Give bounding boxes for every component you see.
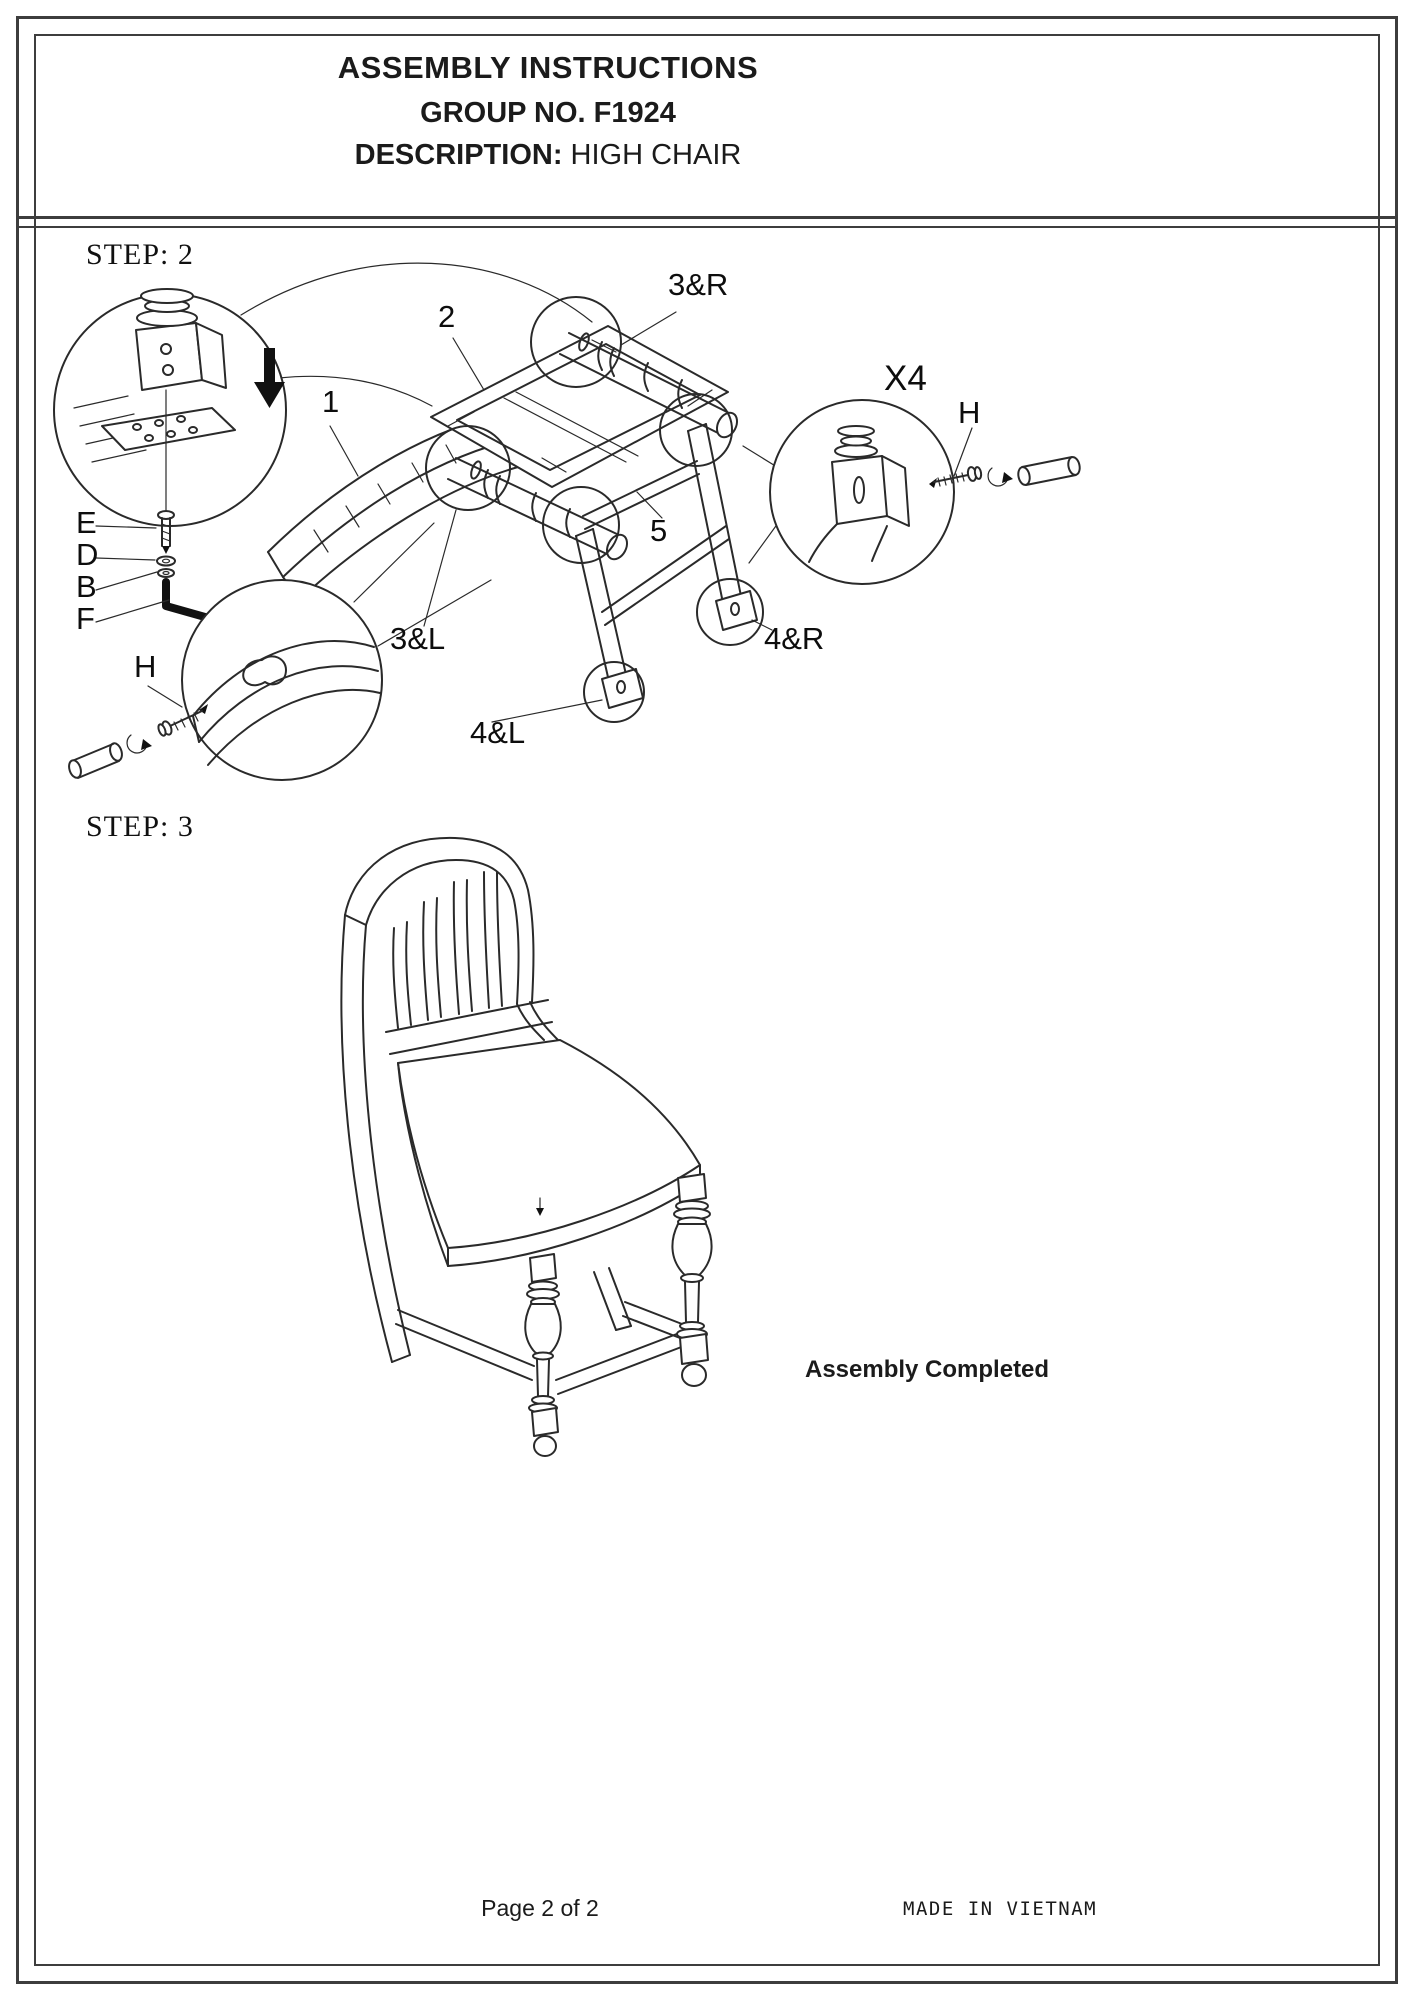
document-title: ASSEMBLY INSTRUCTIONS [337, 50, 759, 85]
document-header: ASSEMBLY INSTRUCTIONS GROUP NO. F1924 DE… [36, 50, 1060, 172]
callout-hardware-e: E [76, 505, 97, 540]
callout-part-1: 1 [322, 384, 340, 419]
part-3r-leg [559, 332, 739, 439]
part-5-stretchers [582, 460, 730, 626]
callout-part-2: 2 [438, 299, 456, 334]
joint-detail-circles [425, 296, 764, 723]
detail-circle-bottom-left [181, 579, 383, 781]
header-separator-line-1 [16, 216, 1398, 219]
made-in-label: MADE IN VIETNAM [903, 1898, 1098, 1920]
hardware-e-screw-icon [157, 510, 175, 554]
header-separator-line-2 [16, 226, 1398, 228]
hardware-b-washer-icon [157, 568, 175, 578]
turn-arrow-icon-left [126, 734, 152, 754]
callout-hardware-f: F [76, 601, 95, 636]
leader-lines [95, 311, 973, 723]
arrow-down-icon [254, 348, 285, 408]
outer-border [16, 16, 1398, 1984]
group-number: GROUP NO. F1924 [420, 97, 676, 129]
description-value: HIGH CHAIR [570, 139, 742, 171]
mounting-plate [101, 407, 236, 451]
step-2-diagram [53, 262, 1081, 781]
description-line: DESCRIPTION: HIGH CHAIR [36, 139, 1060, 172]
step-3-diagram [340, 836, 713, 1457]
chair-crest-rail [344, 836, 535, 1005]
callout-hardware-b: B [76, 569, 97, 604]
callout-tangent-lines [240, 262, 782, 647]
step-3-label: STEP: 3 [86, 810, 194, 843]
part-3l-leg [447, 457, 629, 561]
callout-quantity-x4: X4 [884, 359, 927, 398]
hardware-h-screw-icon-right [929, 466, 983, 488]
callout-part-5: 5 [650, 513, 668, 548]
step-2-label: STEP: 2 [86, 238, 194, 271]
keyhole-slot [242, 655, 287, 687]
hardware-d-washer-icon [156, 555, 176, 567]
hardware-h-screw-icon-left [157, 704, 208, 737]
callout-hardware-h-right: H [958, 395, 981, 430]
chair-front-left-leg [524, 1253, 562, 1457]
hardware-dowel-icon-left [68, 742, 123, 779]
page-number: Page 2 of 2 [481, 1895, 599, 1921]
description-label: DESCRIPTION: [354, 139, 563, 171]
callout-part-4l: 4&L [470, 715, 526, 750]
chair-lower-back-rail [385, 999, 553, 1055]
callout-part-3l: 3&L [390, 621, 446, 656]
assembly-completed-caption: Assembly Completed [805, 1356, 1050, 1383]
chair-rear-right-leg [593, 1267, 632, 1331]
leg-block [135, 322, 203, 391]
callout-part-4r: 4&R [764, 621, 825, 656]
seat-arrow-mark [536, 1197, 544, 1216]
detail-circle-top-left [53, 288, 287, 527]
callout-hardware-d: D [76, 537, 99, 572]
detail-circle-x4 [769, 399, 955, 585]
chair-back-slats [392, 871, 503, 1029]
turn-arrow-icon-right [987, 467, 1013, 487]
inner-border [34, 34, 1380, 1966]
chair-stretchers [395, 1301, 685, 1395]
chair-seat [397, 1039, 701, 1267]
part-4r-leg [687, 423, 758, 631]
chair-front-right-leg [671, 1173, 713, 1387]
callout-hardware-h-left: H [134, 649, 157, 684]
callout-part-3r: 3&R [668, 267, 729, 302]
hardware-dowel-icon-right [1017, 456, 1081, 486]
part-4l-leg [575, 528, 644, 709]
